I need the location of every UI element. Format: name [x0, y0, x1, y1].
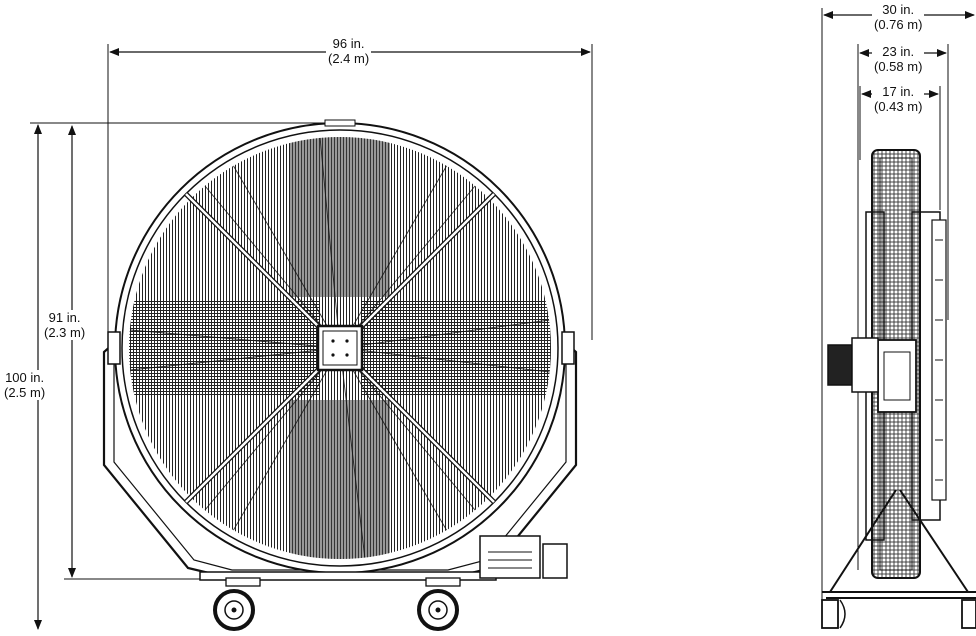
side-casters [821, 599, 976, 629]
left-caster [213, 577, 261, 631]
side-frame-depth-label: 23 in. (0.58 m) [872, 44, 925, 74]
front-overall-height-imperial: 100 in. [5, 370, 45, 385]
front-overall-height-label: 100 in. (2.5 m) [2, 370, 48, 400]
side-overall-depth-imperial: 30 in. [882, 2, 915, 17]
side-control-knob [827, 344, 853, 386]
front-overall-height-metric: (2.5 m) [4, 385, 46, 400]
side-fan-drawing [821, 149, 976, 629]
side-frame-depth-imperial: 23 in. [882, 44, 915, 59]
side-overall-depth-metric: (0.76 m) [874, 17, 923, 32]
front-fan-height-imperial: 91 in. [48, 310, 81, 325]
side-fan-depth-metric: (0.43 m) [874, 99, 923, 114]
control-box [479, 535, 568, 579]
right-caster [417, 577, 461, 631]
front-fan-height-metric: (2.3 m) [44, 325, 86, 340]
front-width-label: 96 in. (2.4 m) [326, 36, 372, 66]
front-width-metric: (2.4 m) [328, 51, 370, 66]
side-base [822, 489, 976, 599]
side-overall-depth-label: 30 in. (0.76 m) [872, 2, 925, 32]
side-fan-depth-imperial: 17 in. [882, 84, 915, 99]
side-fan-depth-label: 17 in. (0.43 m) [872, 84, 925, 114]
front-fan-drawing [102, 119, 578, 631]
front-width-imperial: 96 in. [332, 36, 365, 51]
front-fan-height-label: 91 in. (2.3 m) [42, 310, 88, 340]
side-frame-depth-metric: (0.58 m) [874, 59, 923, 74]
